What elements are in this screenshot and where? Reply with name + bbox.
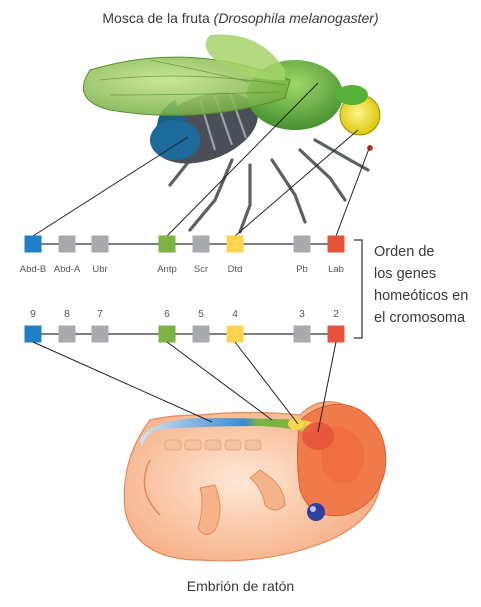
mouse-gene-box-4 — [159, 326, 176, 343]
mouse-title: Embrión de ratón — [0, 578, 481, 594]
fly-gene-row: Abd-B Abd-A Ubr Antp Scr Dtd Pb Lab — [20, 236, 345, 276]
fly-gene-box-4 — [159, 236, 176, 253]
fly-gene-label-2: Abd-A — [54, 264, 81, 275]
mouse-gene-box-3 — [92, 326, 109, 343]
mouse-gene-label-5: 5 — [198, 309, 204, 320]
fly-gene-box-7 — [294, 236, 311, 253]
mouse-embryo-illustration — [124, 402, 385, 561]
fly-gene-label-8: Lab — [328, 264, 344, 275]
fly-gene-label-4: Antp — [157, 264, 177, 275]
fly-gene-box-3 — [92, 236, 109, 253]
mouse-gene-label-8: 2 — [333, 309, 339, 320]
fly-gene-box-2 — [59, 236, 76, 253]
order-bracket — [354, 240, 362, 338]
mouse-gene-label-1: 9 — [30, 309, 36, 320]
mouse-gene-row: 9 8 7 6 5 4 3 2 — [25, 309, 345, 343]
gene-order-line-2: los genes — [374, 263, 479, 285]
mouse-gene-box-7 — [294, 326, 311, 343]
mouse-gene-label-2: 8 — [64, 309, 70, 320]
mouse-gene-box-5 — [193, 326, 210, 343]
mouse-gene-label-6: 4 — [232, 309, 238, 320]
fly-gene-box-8 — [328, 236, 345, 253]
mouse-gene-box-8 — [328, 326, 345, 343]
mouse-gene-box-2 — [59, 326, 76, 343]
fruit-fly-illustration — [83, 34, 380, 232]
gene-order-line-3: homeóticos en — [374, 285, 479, 307]
fly-gene-label-5: Scr — [194, 264, 208, 275]
fly-gene-box-5 — [193, 236, 210, 253]
gene-order-line-1: Orden de — [374, 241, 479, 263]
fly-gene-label-6: Dtd — [228, 264, 243, 275]
gene-order-label: Orden de los genes homeóticos en el crom… — [374, 241, 479, 329]
fly-gene-label-7: Pb — [296, 264, 308, 275]
mouse-gene-box-6 — [227, 326, 244, 343]
mouse-gene-label-7: 3 — [299, 309, 305, 320]
fly-gene-label-3: Ubr — [92, 264, 107, 275]
mouse-gene-box-1 — [25, 326, 42, 343]
fly-gene-box-1 — [25, 236, 42, 253]
mouse-gene-label-3: 7 — [97, 309, 103, 320]
fly-gene-box-6 — [227, 236, 244, 253]
gene-order-line-4: el cromosoma — [374, 307, 479, 329]
fly-gene-label-1: Abd-B — [20, 264, 46, 275]
mouse-gene-label-4: 6 — [164, 309, 170, 320]
